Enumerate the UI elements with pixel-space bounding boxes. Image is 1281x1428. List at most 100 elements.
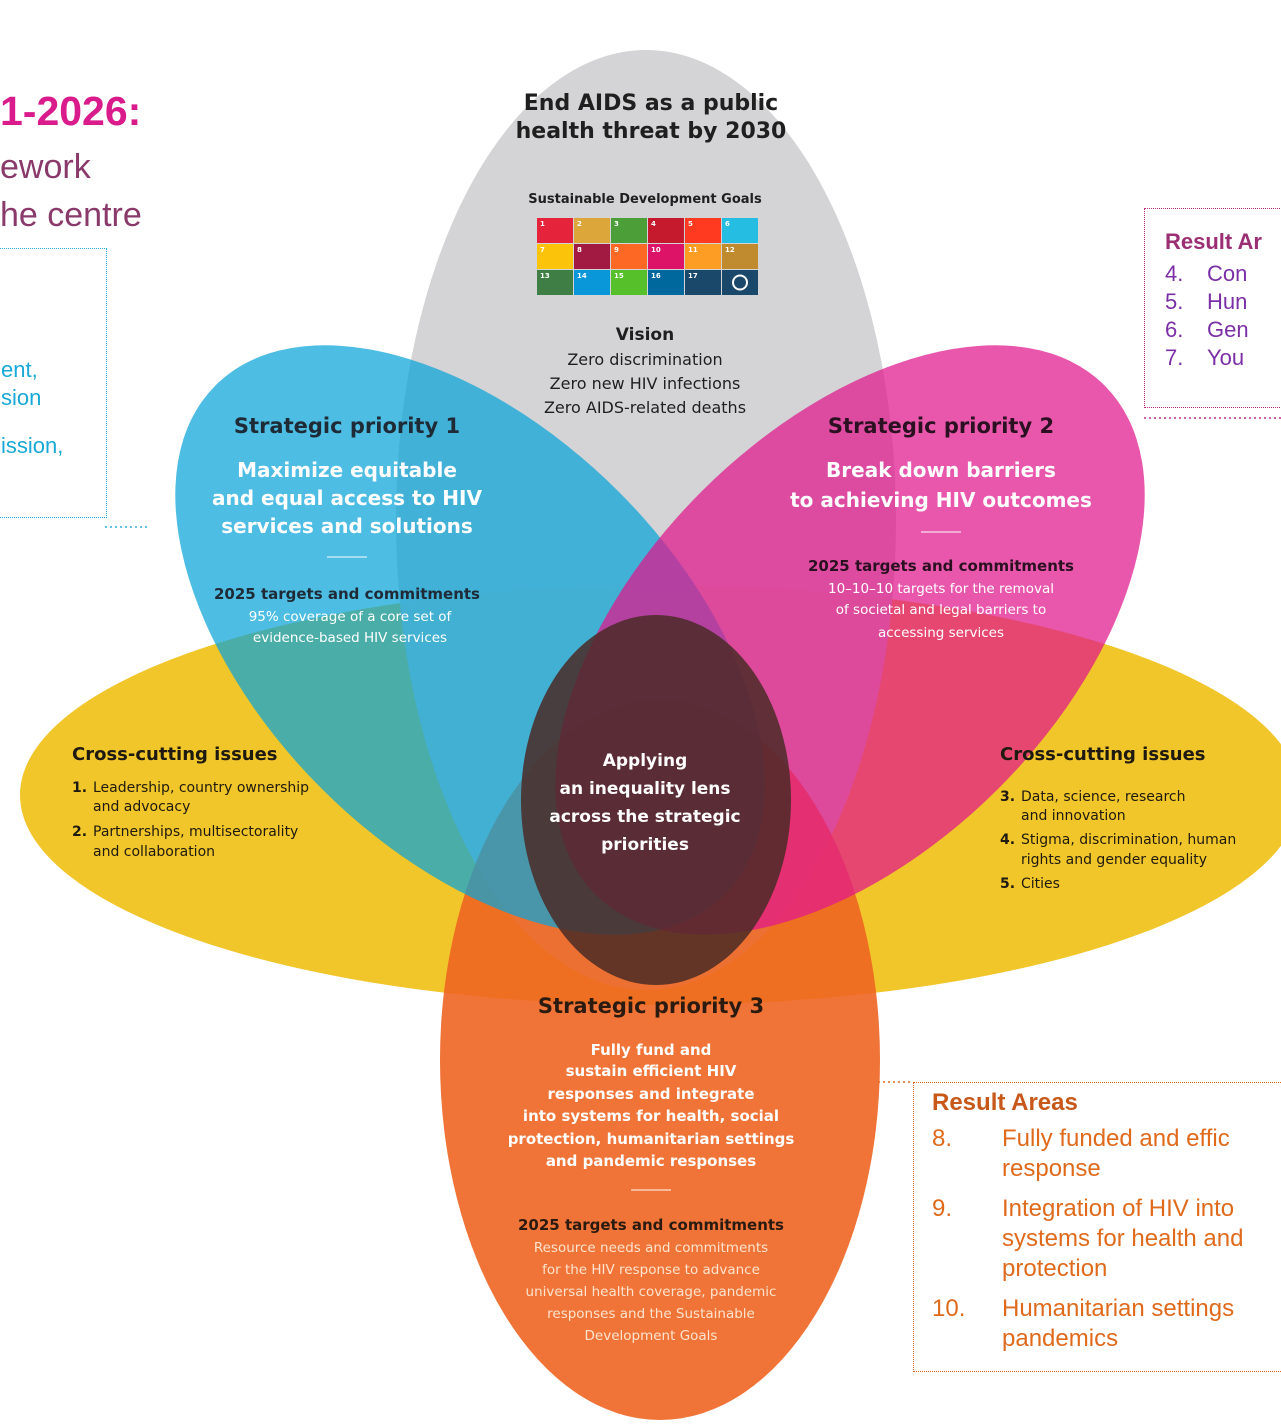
result-item-text: Gen [1207,317,1249,342]
sdg-wheel-icon [722,270,758,295]
result-areas-title: Result Ar [1165,229,1262,254]
page-title: 1-2026: [0,88,142,134]
sp3-subtitle-line: responses and integrate [548,1085,755,1103]
result-item-number: 4. [1165,261,1184,286]
result-areas-box-top: Result Ar 4. Con 5. Hun 6. Gen 7. You [1144,208,1281,408]
sp1-targets-line: evidence-based HIV services [253,630,447,646]
center-line: an inequality lens [559,779,730,799]
cross-right-heading: Cross-cutting issues [1000,744,1206,765]
sdg-goal-icon [685,218,721,243]
sdg-goal-icon [574,244,610,269]
cross-right-num: 4. [1000,832,1015,848]
result-item-text: You [1207,345,1245,370]
sp3-targets-line: Development Goals [585,1328,718,1344]
result-areas-title: Result Areas [932,1089,1078,1116]
result-item-text: protection [1002,1255,1108,1282]
cross-right-item-line: and innovation [1021,808,1126,824]
sdg-goal-icon [648,244,684,269]
sdg-goal-icon [722,244,758,269]
sdg-goal-number: 17 [688,272,698,280]
petals [20,50,1281,1420]
result-item-text: Con [1207,261,1248,286]
sp3-subtitle-line: Fully fund and [591,1041,712,1059]
vision-line: Zero new HIV infections [550,374,741,393]
cross-right-item-line: rights and gender equality [1021,852,1207,868]
sdg-goal-number: 8 [577,246,582,254]
sp1-subtitle-line: and equal access to HIV [212,486,482,510]
sdg-goal-icon [685,244,721,269]
top-heading-line-1: End AIDS as a public [524,91,778,116]
sp2-subtitle-line: Break down barriers [826,458,1056,482]
result-item-text: Integration of HIV into [1002,1195,1235,1222]
sdg-goal-icon [537,244,573,269]
sp1-heading: Strategic priority 1 [234,414,460,438]
sp3-heading: Strategic priority 3 [538,994,764,1018]
result-item-text: pandemics [1002,1325,1119,1352]
sdg-goal-icon [685,270,721,295]
cross-right-item-line: Cities [1021,876,1060,892]
result-item-text: response [1002,1155,1101,1182]
left-box-line: ission, [1,433,64,458]
cross-left-num: 1. [72,780,87,796]
sdg-wheel-ring [732,274,748,291]
result-item-text: Humanitarian settings [1002,1295,1235,1322]
sp3-targets-title: 2025 targets and commitments [518,1216,784,1234]
sdg-goal-icon [537,270,573,295]
sdg-goal-number: 7 [540,246,545,254]
sp3-targets-line: Resource needs and commitments [534,1240,768,1256]
sdg-label: Sustainable Development Goals [528,192,762,207]
sp3-subtitle-line: sustain efficient HIV [566,1062,737,1080]
cross-left-item-line: and collaboration [93,844,215,860]
sp2-targets-line: 10–10–10 targets for the removal [828,581,1054,597]
result-item-text: systems for health and [1002,1225,1244,1252]
result-item-number: 6. [1165,317,1184,342]
sdg-goal-icon [537,218,573,243]
cross-right-item-line: Stigma, discrimination, human [1021,832,1236,848]
sdg-goal-number: 2 [577,220,582,228]
sdg-goal-number: 16 [651,272,661,280]
top-heading-line-2: health threat by 2030 [516,119,787,144]
cross-left-heading: Cross-cutting issues [72,744,278,765]
cross-left-item-line: and advocacy [93,799,190,815]
sdg-goal-icon [611,270,647,295]
sp1-subtitle-line: Maximize equitable [237,458,457,482]
vision-line: Zero discrimination [567,350,722,369]
sp2-targets-title: 2025 targets and commitments [808,557,1074,575]
sdg-goal-number: 3 [614,220,619,228]
cross-right-num: 5. [1000,876,1015,892]
sp3-targets-line: for the HIV response to advance [542,1262,760,1278]
sdg-goal-number: 9 [614,246,619,254]
result-item-number: 5. [1165,289,1184,314]
result-areas-box-bottom: Result Areas 8. Fully funded and effic r… [913,1082,1281,1372]
sdg-goal-number: 15 [614,272,624,280]
result-item-number: 9. [932,1195,953,1222]
sp2-heading: Strategic priority 2 [828,414,1054,438]
sp1-subtitle-line: services and solutions [221,514,473,538]
cross-right-num: 3. [1000,789,1015,805]
sdg-goal-icon [611,218,647,243]
sdg-goal-number: 12 [725,246,735,254]
center-line: across the strategic [549,807,740,827]
sdg-goal-number: 11 [688,246,698,254]
sp1-targets-line: 95% coverage of a core set of [249,609,453,625]
sdg-goal-icon [611,244,647,269]
sdg-goal-icon [574,218,610,243]
vision-line: Zero AIDS-related deaths [544,398,746,417]
result-item-number: 10. [932,1295,966,1322]
result-item-number: 7. [1165,345,1184,370]
sp2-targets-line: accessing services [878,625,1004,641]
left-result-box: ent, sion ission, [0,248,107,518]
cross-right-item-line: Data, science, research [1021,789,1185,805]
left-box-line: sion [1,385,42,410]
sdg-goal-number: 14 [577,272,587,280]
sdg-goal-number: 4 [651,220,656,228]
sdg-goal-number: 1 [540,220,545,228]
sp2-targets-line: of societal and legal barriers to [836,602,1047,618]
page-subtitle-line-1: ework [0,148,91,186]
sp3-targets-line: responses and the Sustainable [547,1306,755,1322]
sdg-goal-icon [574,270,610,295]
sdg-goal-number: 10 [651,246,661,254]
sdg-goal-icon [648,218,684,243]
